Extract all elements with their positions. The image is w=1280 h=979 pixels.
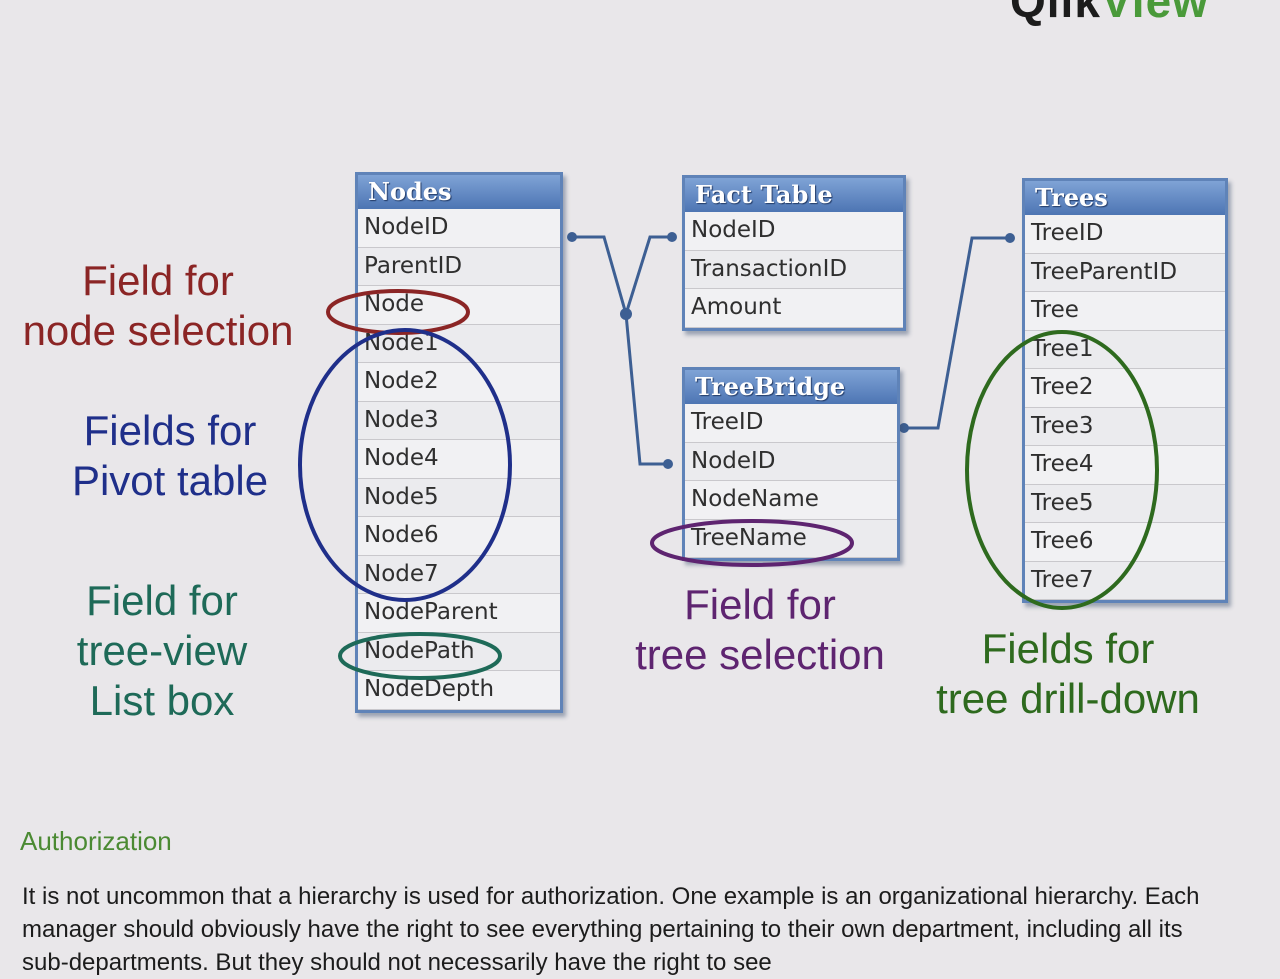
field-node7[interactable]: Node7 — [358, 555, 560, 594]
connector-dot — [663, 459, 673, 469]
nodes-table-title: Nodes — [358, 175, 560, 209]
label-line: tree selection — [635, 631, 885, 678]
field-tree5[interactable]: Tree5 — [1025, 484, 1225, 523]
nodes-table[interactable]: Nodes NodeID ParentID Node Node1 Node2 N… — [355, 172, 563, 713]
section-heading: Authorization — [20, 826, 172, 856]
treebridge-table-title: TreeBridge — [685, 370, 897, 404]
field-nodename[interactable]: NodeName — [685, 481, 897, 520]
label-tree-view: Field for tree-view List box — [12, 576, 312, 726]
connector-dot — [567, 232, 577, 242]
field-tree2[interactable]: Tree2 — [1025, 369, 1225, 408]
label-line: Pivot table — [71, 457, 269, 504]
node-selection-oval — [326, 289, 470, 335]
label-pivot-table: Fields for Pivot table — [20, 406, 320, 506]
field-tree6[interactable]: Tree6 — [1025, 523, 1225, 562]
field-node4[interactable]: Node4 — [358, 440, 560, 479]
qlikview-logo: QlikView — [1010, 0, 1209, 28]
label-line: tree-view — [76, 627, 248, 674]
field-nodeid[interactable]: NodeID — [358, 209, 560, 248]
field-treeid[interactable]: TreeID — [685, 404, 897, 443]
field-treeid[interactable]: TreeID — [1025, 215, 1225, 254]
field-amount[interactable]: Amount — [685, 289, 903, 328]
field-nodepath[interactable]: NodePath — [358, 632, 560, 671]
treebridge-table[interactable]: TreeBridge TreeID NodeID NodeName TreeNa… — [682, 367, 900, 561]
tree-view-oval — [338, 632, 502, 680]
tree-selection-oval — [650, 519, 854, 567]
fact-table-title: Fact Table — [685, 178, 903, 212]
label-line: Fields for — [981, 625, 1155, 672]
trees-table-fields: TreeID TreeParentID Tree Tree1 Tree2 Tre… — [1025, 215, 1225, 600]
connector-dot — [1005, 233, 1015, 243]
label-line: Fields for — [83, 407, 257, 454]
trees-table[interactable]: Trees TreeID TreeParentID Tree Tree1 Tre… — [1022, 178, 1228, 603]
field-nodedepth[interactable]: NodeDepth — [358, 671, 560, 710]
label-tree-drilldown: Fields for tree drill-down — [920, 624, 1216, 724]
label-line: Field for — [82, 257, 234, 304]
connector-dot — [620, 308, 632, 320]
field-treename[interactable]: TreeName — [685, 519, 897, 558]
field-nodeid[interactable]: NodeID — [685, 212, 903, 251]
label-line: Field for — [684, 581, 836, 628]
label-line: Field for — [86, 577, 238, 624]
treebridge-table-fields: TreeID NodeID NodeName TreeName — [685, 404, 897, 558]
fact-table-fields: NodeID TransactionID Amount — [685, 212, 903, 328]
field-tree1[interactable]: Tree1 — [1025, 330, 1225, 369]
field-nodeid[interactable]: NodeID — [685, 442, 897, 481]
logo-text-view: View — [1100, 0, 1209, 27]
field-node5[interactable]: Node5 — [358, 478, 560, 517]
field-node3[interactable]: Node3 — [358, 401, 560, 440]
field-tree4[interactable]: Tree4 — [1025, 446, 1225, 485]
label-line: List box — [89, 677, 235, 724]
label-line: tree drill-down — [936, 675, 1200, 722]
field-transactionid[interactable]: TransactionID — [685, 250, 903, 289]
connector-treebridge-trees — [902, 236, 1010, 430]
field-node6[interactable]: Node6 — [358, 517, 560, 556]
field-parentid[interactable]: ParentID — [358, 247, 560, 286]
field-tree3[interactable]: Tree3 — [1025, 407, 1225, 446]
connector-nodes-treebridge — [624, 313, 668, 466]
fact-table[interactable]: Fact Table NodeID TransactionID Amount — [682, 175, 906, 331]
connector-dot — [667, 232, 677, 242]
trees-table-title: Trees — [1025, 181, 1225, 215]
nodes-table-fields: NodeID ParentID Node Node1 Node2 Node3 N… — [358, 209, 560, 710]
pivot-table-oval — [298, 328, 512, 602]
label-node-selection: Field for node selection — [8, 256, 308, 356]
field-node2[interactable]: Node2 — [358, 363, 560, 402]
label-tree-selection: Field for tree selection — [610, 580, 910, 680]
connector-dot — [899, 423, 909, 433]
label-line: node selection — [22, 307, 294, 354]
field-tree7[interactable]: Tree7 — [1025, 561, 1225, 600]
section-paragraph: It is not uncommon that a hierarchy is u… — [22, 883, 1200, 976]
tree-drilldown-oval — [965, 330, 1159, 610]
logo-text-qlik: Qlik — [1010, 0, 1101, 27]
field-tree[interactable]: Tree — [1025, 292, 1225, 331]
field-treeparentid[interactable]: TreeParentID — [1025, 253, 1225, 292]
